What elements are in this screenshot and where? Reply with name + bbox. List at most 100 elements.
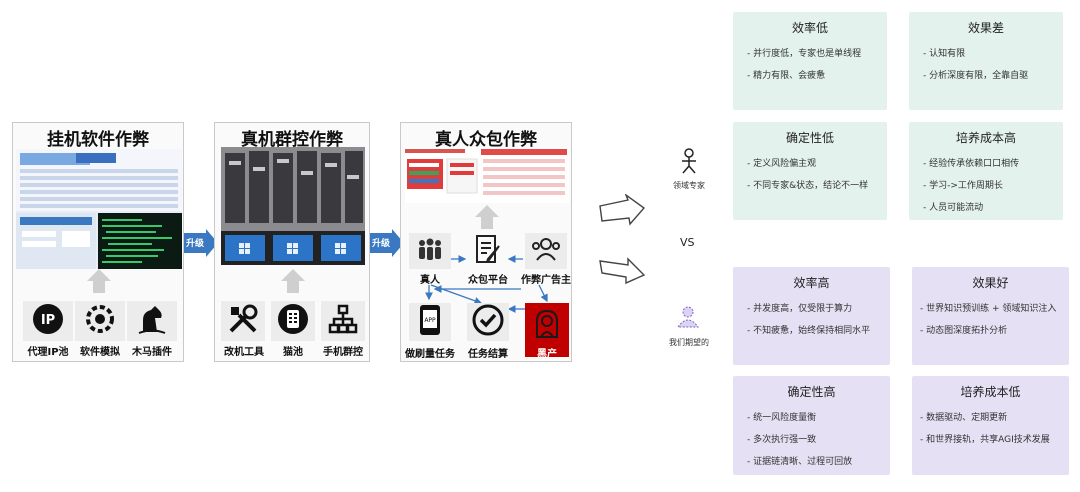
- ours-card-efficiency: 效率高 - 并发度高，仅受限于算力 - 不知疲惫，始终保持相同水平: [733, 267, 890, 365]
- panel2-tile-1: [221, 301, 265, 341]
- card-item: - 动态图深度拓扑分析: [920, 326, 1008, 336]
- card-items: - 认知有限 - 分析深度有限，全靠自驱: [923, 46, 1057, 90]
- node-black-industry: [525, 303, 569, 357]
- panel2-label-2: 猫池: [283, 347, 303, 358]
- node-label: 黑产: [537, 349, 557, 360]
- panel1-tile-1: IP: [23, 301, 73, 341]
- card-items: - 并发度高，仅受限于算力 - 不知疲惫，始终保持相同水平: [747, 301, 884, 345]
- panel1-label-3: 木马插件: [132, 347, 172, 358]
- up-arrow: [87, 269, 111, 293]
- node-fake-traffic-task: APP: [409, 303, 451, 341]
- panel1-label-1: 代理IP池: [27, 347, 69, 358]
- upgrade-arrow-1: 升级: [184, 229, 218, 257]
- panel2-label-3: 手机群控: [323, 347, 363, 358]
- card-items: - 定义风险偏主观 - 不同专家&状态，结论不一样: [747, 156, 881, 200]
- card-item: - 并行度低，专家也是单线程: [747, 49, 862, 59]
- panel-title: 真人众包作弊: [435, 130, 537, 150]
- expert-card-effect: 效果差 - 认知有限 - 分析深度有限，全靠自驱: [909, 12, 1063, 110]
- card-item: - 并发度高，仅受限于算力: [747, 304, 853, 314]
- card-item: - 学习->工作周期长: [923, 181, 1003, 191]
- card-title: 确定性高: [787, 385, 836, 399]
- ours-label: 我们期望的: [669, 338, 709, 347]
- svg-text:APP: APP: [424, 317, 436, 324]
- device-farm-photo: [221, 147, 365, 265]
- upgrade-arrow-2: 升级: [370, 229, 404, 257]
- up-arrow: [281, 269, 305, 293]
- upgrade-label: 升级: [186, 239, 205, 249]
- modem-pool-icon: [277, 303, 309, 339]
- card-item: - 分析深度有限，全靠自驱: [923, 71, 1029, 81]
- card-item: - 和世界接轨，共享AGI技术发展: [920, 435, 1050, 445]
- node-crowdsourcing-platform: [467, 233, 509, 269]
- people-icon: [416, 237, 444, 265]
- card-items: - 数据驱动、定期更新 - 和世界接轨，共享AGI技术发展: [920, 410, 1063, 454]
- panel-title: 挂机软件作弊: [47, 130, 149, 150]
- node-real-person: [409, 233, 451, 269]
- vs-label: VS: [680, 236, 695, 249]
- svg-text:IP: IP: [41, 313, 55, 328]
- up-arrow: [475, 205, 499, 229]
- app-phone-icon: APP: [419, 304, 441, 340]
- card-item: - 精力有限、会疲惫: [747, 71, 826, 81]
- card-item: - 定义风险偏主观: [747, 159, 817, 169]
- card-item: - 不同专家&状态，结论不一样: [747, 181, 869, 191]
- card-item: - 证据链清晰、过程可回放: [747, 457, 853, 467]
- card-item: - 世界知识预训练 + 领域知识注入: [920, 304, 1057, 314]
- panel1-tile-2: [75, 301, 125, 341]
- card-items: - 统一风险度量衡 - 多次执行强一致 - 证据链清晰、过程可回放: [747, 410, 884, 476]
- card-items: - 经验传承依赖口口相传 - 学习->工作周期长 - 人员可能流动: [923, 156, 1057, 222]
- card-title: 培养成本高: [955, 131, 1016, 145]
- card-title: 效率低: [791, 21, 828, 35]
- node-label: 众包平台: [468, 275, 508, 286]
- card-item: - 经验传承依赖口口相传: [923, 159, 1020, 169]
- tools-icon: [227, 303, 259, 339]
- card-title: 效果好: [972, 276, 1009, 290]
- panel1-label-2: 软件模拟: [80, 347, 120, 358]
- panel2-tile-3: [321, 301, 365, 341]
- ours-card-effect: 效果好 - 世界知识预训练 + 领域知识注入 - 动态图深度拓扑分析: [912, 267, 1069, 365]
- node-label: 真人: [420, 275, 440, 286]
- panel-device-farm-cheating: 真机群控作弊: [214, 122, 370, 362]
- ip-pool-icon: IP: [31, 302, 65, 340]
- card-title: 效果差: [967, 21, 1004, 35]
- panel2-label-1: 改机工具: [224, 347, 264, 358]
- card-items: - 并行度低，专家也是单线程 - 精力有限、会疲惫: [747, 46, 881, 90]
- card-title: 确定性低: [785, 131, 834, 145]
- hollow-arrow-lower: [599, 257, 646, 285]
- document-edit-icon: [475, 234, 501, 268]
- check-circle-icon: [472, 304, 504, 340]
- ours-card-certainty: 确定性高 - 统一风险度量衡 - 多次执行强一致 - 证据链清晰、过程可回放: [733, 376, 890, 475]
- software-screenshot: [16, 149, 182, 269]
- node-task-settlement: [467, 303, 509, 341]
- card-item: - 数据驱动、定期更新: [920, 413, 1008, 423]
- card-items: - 世界知识预训练 + 领域知识注入 - 动态图深度拓扑分析: [920, 301, 1063, 345]
- card-title: 培养成本低: [960, 385, 1021, 399]
- crowdsourcing-flow-lines: [425, 255, 548, 313]
- panel1-tile-3: [127, 301, 177, 341]
- panel-crowdsourcing-cheating: 真人众包作弊: [400, 122, 572, 362]
- hollow-arrow-upper: [599, 194, 646, 226]
- node-label: 做刷量任务: [405, 349, 455, 360]
- panel2-tile-2: [271, 301, 315, 341]
- card-title: 效率高: [793, 276, 830, 290]
- node-label: 作弊广告主: [521, 275, 571, 286]
- card-item: - 认知有限: [923, 49, 966, 59]
- expert-person-icon: [679, 148, 699, 178]
- card-item: - 统一风险度量衡: [747, 413, 817, 423]
- card-item: - 人员可能流动: [923, 203, 984, 213]
- ours-card-training-cost: 培养成本低 - 数据驱动、定期更新 - 和世界接轨，共享AGI技术发展: [912, 376, 1069, 475]
- gear-software-icon: [83, 302, 117, 340]
- node-label: 任务结算: [468, 349, 508, 360]
- expert-label: 领域专家: [673, 181, 705, 190]
- hacker-icon: [533, 309, 561, 343]
- panel-title: 真机群控作弊: [241, 130, 343, 150]
- card-item: - 多次执行强一致: [747, 435, 817, 445]
- expert-card-training-cost: 培养成本高 - 经验传承依赖口口相传 - 学习->工作周期长 - 人员可能流动: [909, 122, 1063, 220]
- ours-agent-icon: [676, 305, 700, 333]
- group-icon: [531, 236, 561, 266]
- panel-software-cheating: 挂机软件作弊 IP: [12, 122, 184, 362]
- crowdsourcing-screenshot: [405, 147, 569, 203]
- expert-card-certainty: 确定性低 - 定义风险偏主观 - 不同专家&状态，结论不一样: [733, 122, 887, 220]
- node-cheating-advertiser: [525, 233, 567, 269]
- phone-cluster-icon: [327, 303, 359, 339]
